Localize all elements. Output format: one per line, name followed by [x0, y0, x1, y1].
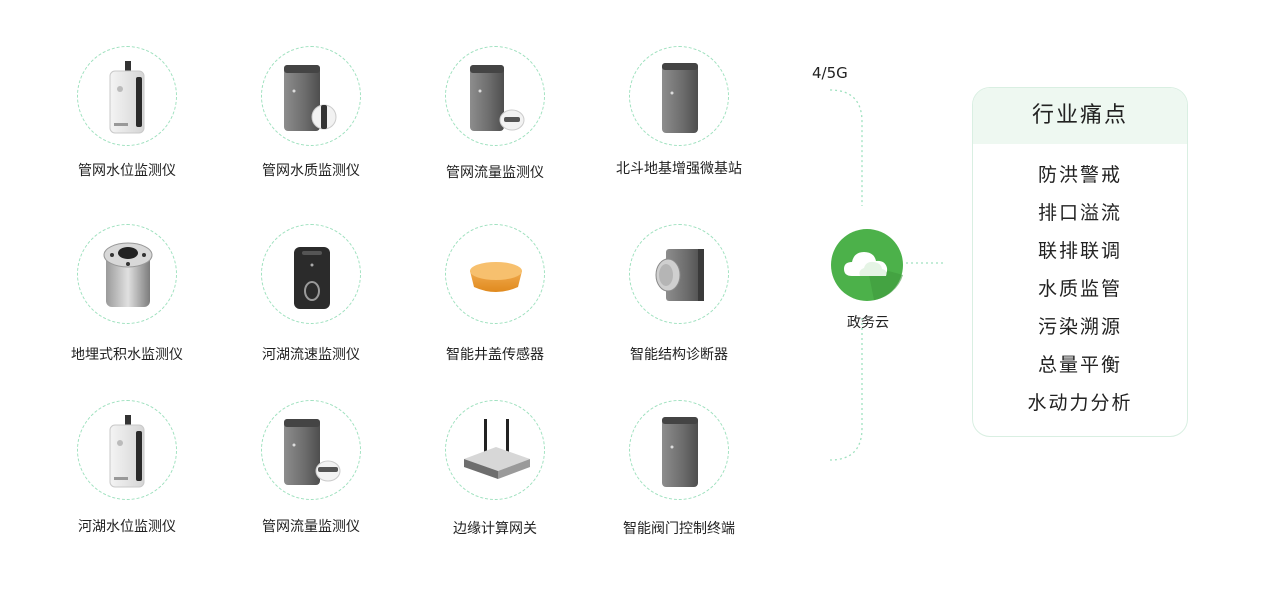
- device-beidou-base-station: 北斗地基增强微基站: [584, 46, 774, 206]
- device-label: 地埋式积水监测仪: [71, 347, 183, 363]
- device-river-velocity-sensor: 河湖流速监测仪: [216, 224, 406, 384]
- device-river-level-sensor: 河湖水位监测仪: [32, 400, 222, 560]
- device-label: 管网流量监测仪: [446, 165, 544, 181]
- valve-control-terminal-icon: [629, 400, 729, 500]
- cloud-label: 政务云: [847, 315, 889, 331]
- beidou-base-station-icon: [629, 46, 729, 146]
- device-valve-control-terminal: 智能阀门控制终端: [584, 400, 774, 560]
- pain-points-panel: 行业痛点 防洪警戒 排口溢流 联排联调 水质监管 污染溯源 总量平衡 水动力分析: [972, 87, 1188, 437]
- edge-gateway-icon: [445, 400, 545, 500]
- river-velocity-sensor-icon: [261, 224, 361, 324]
- panel-title: 行业痛点: [973, 88, 1187, 144]
- device-buried-waterlogging-sensor: 地埋式积水监测仪: [32, 224, 222, 384]
- list-item: 水动力分析: [1027, 392, 1133, 414]
- device-manhole-cover-sensor: 智能井盖传感器: [400, 224, 590, 384]
- list-item: 排口溢流: [1037, 202, 1122, 224]
- water-level-sensor-icon: [77, 46, 177, 146]
- pain-points-list: 防洪警戒 排口溢流 联排联调 水质监管 污染溯源 总量平衡 水动力分析: [973, 144, 1187, 424]
- device-edge-gateway: 边缘计算网关: [400, 400, 590, 560]
- device-label: 智能结构诊断器: [630, 347, 728, 363]
- flow-meter-icon: [445, 46, 545, 146]
- water-quality-sensor-icon: [261, 46, 361, 146]
- device-label: 边缘计算网关: [453, 521, 537, 537]
- manhole-cover-sensor-icon: [445, 224, 545, 324]
- device-water-level-sensor: 管网水位监测仪: [32, 46, 222, 206]
- network-label: 4/5G: [812, 64, 848, 82]
- device-label: 智能井盖传感器: [446, 347, 544, 363]
- device-flow-meter: 管网流量监测仪: [400, 46, 590, 206]
- network-bracket-line: [829, 89, 863, 206]
- cloud-icon: [830, 228, 904, 302]
- device-water-quality-sensor: 管网水质监测仪: [216, 46, 406, 206]
- river-level-sensor-icon: [77, 400, 177, 500]
- list-item: 防洪警戒: [1037, 164, 1122, 186]
- list-item: 联排联调: [1037, 240, 1122, 262]
- device-label: 智能阀门控制终端: [623, 521, 735, 537]
- device-label: 河湖流速监测仪: [262, 347, 360, 363]
- device-label: 管网水位监测仪: [78, 163, 176, 179]
- list-item: 水质监管: [1037, 278, 1122, 300]
- device-label: 北斗地基增强微基站: [616, 161, 742, 177]
- list-item: 污染溯源: [1037, 316, 1122, 338]
- device-label: 管网流量监测仪: [262, 519, 360, 535]
- pipe-flow-meter-icon: [261, 400, 361, 500]
- list-item: 总量平衡: [1037, 354, 1122, 376]
- device-label: 河湖水位监测仪: [78, 519, 176, 535]
- network-bracket-line: [829, 318, 863, 461]
- buried-waterlogging-sensor-icon: [77, 224, 177, 324]
- structure-diagnosis-icon: [629, 224, 729, 324]
- device-structure-diagnosis: 智能结构诊断器: [584, 224, 774, 384]
- device-label: 管网水质监测仪: [262, 163, 360, 179]
- device-pipe-flow-meter: 管网流量监测仪: [216, 400, 406, 560]
